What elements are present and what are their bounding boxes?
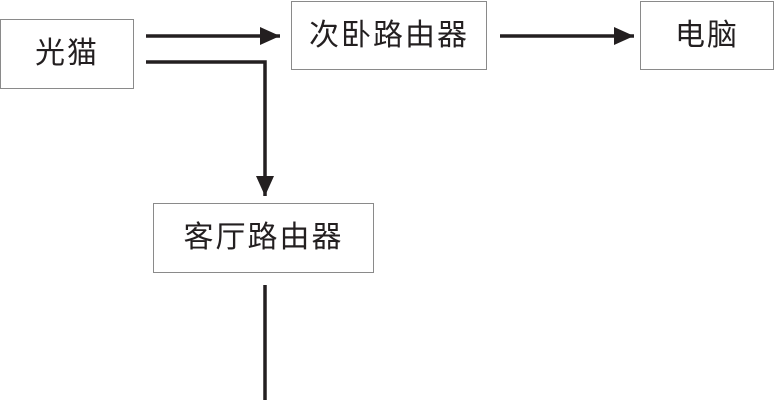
node-modem: 光猫: [0, 19, 134, 89]
node-modem-label: 光猫: [35, 36, 99, 71]
node-pc: 电脑: [640, 1, 774, 70]
node-living-room-router-label: 客厅路由器: [183, 220, 344, 255]
node-living-room-router: 客厅路由器: [153, 203, 374, 273]
node-bedroom-router: 次卧路由器: [291, 1, 487, 70]
node-pc-label: 电脑: [675, 17, 739, 53]
edge-modem-to-living-room-router: [146, 60, 274, 196]
node-bedroom-router-label: 次卧路由器: [309, 17, 469, 53]
